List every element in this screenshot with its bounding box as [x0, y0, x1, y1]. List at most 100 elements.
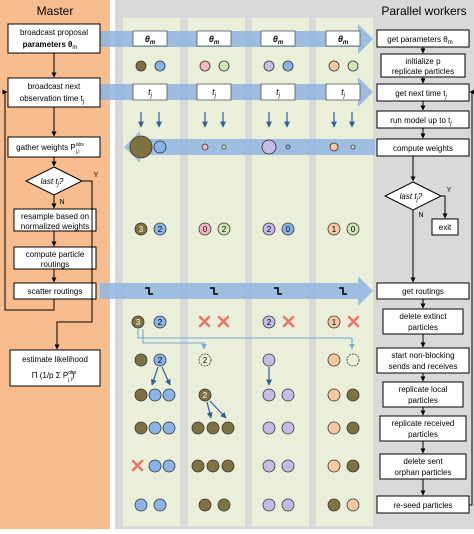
particle: [262, 421, 276, 435]
svg-text:θm: θm: [145, 34, 156, 46]
particle: [262, 315, 276, 329]
particle: [198, 222, 212, 236]
particle: [221, 144, 227, 150]
particle: [153, 222, 167, 236]
particle: [281, 459, 295, 473]
particles-count-row-1: [134, 222, 360, 236]
master-labels: broadcast proposal parameters θm broadca…: [16, 28, 98, 383]
particle: [262, 353, 276, 367]
worker-get-routings-label: get routings: [402, 287, 444, 296]
svg-text:θm: θm: [338, 34, 349, 46]
particle: [327, 222, 341, 236]
particle: [285, 144, 291, 150]
particle: [221, 459, 235, 473]
particle: [347, 60, 359, 72]
count-label: 0: [203, 225, 208, 234]
particles-replicate-local-row: [134, 388, 360, 402]
worker-column-4: [316, 18, 373, 526]
worker-compute-weights-label: compute weights: [393, 144, 453, 153]
broadcast-time-arrow: [100, 77, 373, 107]
count-label: 2: [158, 356, 163, 365]
particle: [262, 388, 276, 402]
particle-count-labels-1: 3 2 0 2 2 0 1 0: [139, 225, 356, 234]
master-resample-line2: normalized weights: [21, 222, 89, 231]
particle: [281, 222, 295, 236]
worker-init-line1: initialize p: [405, 57, 441, 66]
worker-start-sends-box: [376, 347, 470, 374]
extinct-cross-marks: [198, 315, 360, 328]
worker-exit-label: exit: [439, 223, 452, 232]
worker-start-sends-line2: sends and receives: [389, 362, 458, 371]
particle: [148, 459, 162, 473]
master-resample-line1: resample based on: [21, 212, 89, 221]
particle: [198, 388, 212, 402]
particle: [198, 498, 212, 512]
worker-labels: get parameters θm initialize p replicate…: [387, 35, 457, 510]
master-flowchart: [7, 23, 101, 387]
particle: [134, 498, 148, 512]
worker-delete-sent-line1: delete sent: [403, 457, 443, 466]
master-estimate-line1: estimate likelihood: [22, 355, 88, 364]
particle: [217, 498, 231, 512]
master-scatter-box: [13, 282, 97, 300]
particle: [134, 222, 148, 236]
count-label: 2: [158, 225, 163, 234]
master-scatter-label: scatter routings: [28, 287, 83, 296]
count-label: 2: [222, 225, 227, 234]
worker-flowchart: [376, 29, 470, 514]
particle: [162, 388, 176, 402]
count-label: 0: [286, 225, 291, 234]
worker-column-2: [188, 18, 245, 526]
master-routings-line1: compute particle: [26, 250, 85, 259]
particle: [327, 315, 341, 329]
particle: [281, 498, 295, 512]
master-routings-line2: routings: [41, 260, 69, 269]
particles-delete-sent-row: [148, 459, 360, 473]
particles-reseed-row: [134, 498, 360, 512]
worker-replicate-local-line1: replicate local: [399, 385, 448, 394]
worker-get-params-label: get parameters θm: [387, 35, 452, 46]
master-no-label: N: [59, 199, 64, 206]
worker-connectors: [410, 47, 474, 506]
master-header: Master: [37, 4, 74, 18]
master-last-label: last tj?: [41, 177, 64, 188]
particle: [263, 60, 275, 72]
worker-delete-extinct-line1: delete extinct: [399, 312, 447, 321]
broadcast-params-arrow: [100, 24, 373, 54]
routing-markers: [145, 287, 347, 295]
master-yes-label: Y: [94, 172, 99, 179]
master-broadcast-params-line2: parameters θm: [23, 40, 78, 51]
count-label: 2: [203, 391, 208, 400]
particle: [153, 315, 167, 329]
particle: [350, 144, 356, 150]
particles-weighted-row: [129, 135, 356, 159]
particle: [206, 421, 220, 435]
particle: [134, 421, 148, 435]
particle: [134, 353, 148, 367]
particle: [327, 459, 341, 473]
particle: [191, 421, 205, 435]
particle: [154, 60, 166, 72]
svg-text:tj: tj: [212, 87, 217, 99]
worker-last-label: last tj?: [400, 192, 423, 203]
particle: [327, 498, 341, 512]
worker-replicate-received-line2: particles: [408, 430, 438, 439]
master-connectors: [2, 53, 93, 350]
particle: [191, 459, 205, 473]
particle: [346, 498, 360, 512]
run-model-arrows: [138, 112, 355, 128]
particle: [198, 353, 212, 367]
worker-replicate-local-line2: particles: [408, 396, 438, 405]
count-label: 2: [267, 318, 272, 327]
particles-init-row: [135, 60, 359, 72]
particle: [261, 139, 277, 155]
particle: [328, 60, 340, 72]
particle: [262, 498, 276, 512]
send-receive-lines: [137, 329, 355, 350]
gather-weights-arrow: [124, 131, 375, 163]
count-label: 3: [136, 318, 141, 327]
theta-labels: θm θm θm θm: [132, 30, 361, 47]
workers-header: Parallel workers: [381, 4, 466, 18]
